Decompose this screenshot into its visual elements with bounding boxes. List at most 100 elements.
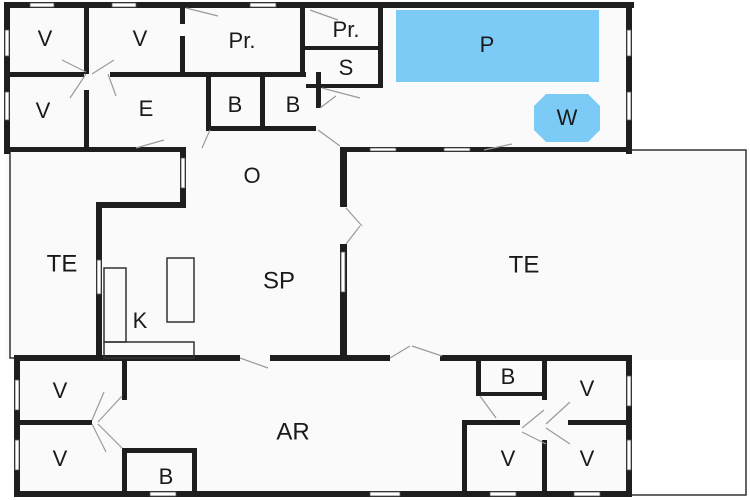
wall-b-bottom: [206, 126, 316, 131]
window: [29, 2, 55, 8]
room-label-v: V: [501, 446, 516, 471]
kitchen-counter-bottom: [103, 341, 195, 359]
wall-b1-left: [206, 72, 211, 130]
wall-bbl-top: [122, 448, 194, 453]
door-swing: [239, 345, 443, 369]
wall-e-top: [110, 72, 206, 77]
wall-sp-right-upper: [340, 147, 347, 207]
doors: [61, 7, 571, 453]
wall-vbl-right-upper: [122, 360, 127, 400]
room-label-k: K: [133, 308, 148, 333]
lower-wing-floor: [18, 360, 630, 495]
window: [443, 147, 471, 152]
wall-vbl-right-lower: [122, 448, 127, 494]
kitchen-fixtures: [103, 257, 195, 359]
center-floor: [6, 150, 346, 360]
window: [369, 147, 397, 152]
whirlpool: [534, 94, 600, 142]
door-swing: [91, 391, 123, 453]
wall-sp-right-lower: [340, 244, 347, 360]
wall-b-top: [206, 72, 306, 77]
room-labels: V V Pr. Pr. P S V E B B W O TE SP TE K V…: [36, 17, 595, 489]
window: [96, 259, 102, 295]
window: [626, 375, 632, 407]
wall-top: [4, 2, 634, 8]
wall-te-left-top: [96, 202, 186, 208]
window: [149, 491, 177, 497]
room-label-b: B: [228, 92, 243, 117]
wall-v-divider-h: [4, 72, 84, 77]
room-label-te: TE: [509, 251, 540, 278]
door-swing: [345, 143, 513, 245]
window: [626, 29, 632, 57]
room-label-s: S: [339, 55, 354, 80]
door-swing: [61, 59, 117, 99]
window: [14, 439, 20, 471]
window: [369, 491, 401, 497]
window: [626, 439, 632, 471]
wall-vbr-right-divider: [568, 420, 628, 425]
window: [340, 251, 346, 293]
wall-v-divider-v1: [84, 4, 89, 74]
room-label-sp: SP: [263, 267, 295, 294]
window: [626, 91, 632, 121]
wall-s-bottom: [306, 84, 382, 88]
wall-right-upper: [626, 2, 632, 154]
room-label-pool: P: [480, 32, 495, 57]
room-label-b: B: [159, 464, 174, 489]
wall-pr-left: [180, 36, 185, 76]
wall-vbr-mid-upper: [542, 360, 547, 400]
window: [573, 491, 601, 497]
wall-v-divider-v2: [84, 90, 89, 150]
wall-pr-s-divider: [300, 46, 380, 50]
windows: [4, 2, 632, 497]
wall-pr-left-stub: [180, 4, 185, 24]
window: [4, 29, 10, 57]
window: [14, 379, 20, 411]
room-label-o: O: [243, 163, 260, 188]
wall-vbr-mid-lower: [542, 440, 547, 494]
room-label-v: V: [36, 98, 51, 123]
room-label-e: E: [139, 96, 154, 121]
room-label-v: V: [53, 378, 68, 403]
window: [4, 91, 10, 121]
wall-vbr-left: [462, 420, 467, 494]
wall-bbl-right: [192, 448, 197, 494]
door-swing: [185, 7, 361, 109]
wall-b2-right: [316, 72, 321, 108]
wall-upper-bottom-left: [4, 147, 184, 152]
door-swing: [135, 129, 341, 149]
wall-left-upper: [4, 2, 10, 154]
wall-pr-right: [300, 4, 305, 76]
pool: [396, 10, 599, 82]
door-swing: [479, 395, 571, 445]
room-label-v: V: [38, 26, 53, 51]
window: [180, 157, 186, 189]
wall-lower-left: [14, 355, 20, 497]
room-label-ar: AR: [276, 418, 309, 445]
room-label-whirlpool: W: [557, 105, 578, 130]
wall-lower-top-right: [440, 355, 632, 361]
room-label-b: B: [286, 92, 301, 117]
wall-bottom: [14, 491, 632, 497]
wall-bbr-bottom: [476, 392, 546, 396]
kitchen-island: [166, 257, 195, 323]
right-terrace-floor: [346, 150, 746, 360]
room-label-v: V: [133, 26, 148, 51]
room-label-pr: Pr.: [229, 28, 256, 53]
window: [249, 2, 277, 8]
wall-bbr-left: [476, 360, 481, 396]
wall-vbl-divider: [14, 420, 92, 425]
room-label-v: V: [53, 446, 68, 471]
wall-lower-top-mid: [270, 355, 390, 361]
wall-lower-right: [626, 355, 632, 497]
wall-s-right: [378, 4, 383, 88]
right-terrace-outline: [630, 149, 747, 496]
room-label-pr: Pr.: [333, 17, 360, 42]
wall-b1-right: [260, 72, 265, 130]
wall-vbr-top: [462, 420, 520, 425]
room-label-te: TE: [47, 250, 78, 277]
room-label-v: V: [580, 376, 595, 401]
window: [111, 2, 137, 8]
